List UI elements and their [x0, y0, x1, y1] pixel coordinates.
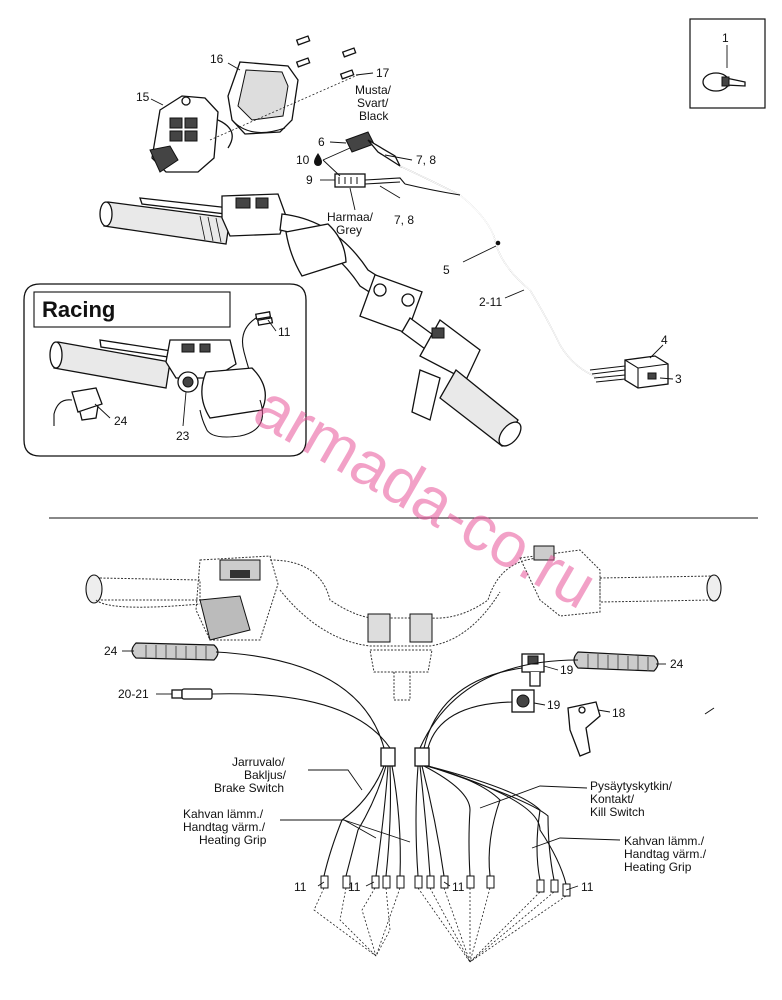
part-label-11-c: 11 — [452, 880, 465, 894]
cable-tie-box: 1 — [689, 18, 766, 109]
part-label-11-d: 11 — [581, 880, 594, 894]
part-label-15: 15 — [136, 90, 150, 104]
label-harmaa: Harmaa/ — [327, 210, 374, 224]
brake-switch-19 — [511, 689, 546, 713]
kill-switch-19 — [521, 653, 559, 687]
part-label-24-left: 24 — [104, 644, 118, 658]
heating-grip-right — [573, 651, 666, 672]
handlebar-bottom — [85, 545, 722, 701]
label-svart: Svart/ — [357, 96, 389, 110]
switch-housing-assembly — [149, 35, 374, 173]
label-kontakt: Kontakt/ — [590, 792, 635, 806]
label-kahvan-left: Kahvan lämm./ — [183, 807, 264, 821]
handlebar-top — [99, 193, 522, 447]
part-label-11-b: 11 — [348, 880, 361, 894]
part-label-5: 5 — [443, 263, 450, 277]
harness-wires — [211, 651, 621, 963]
part-label-1: 1 — [722, 31, 729, 45]
part-label-18: 18 — [612, 706, 626, 720]
connector-20-21 — [156, 688, 213, 700]
cable-tie-icon — [702, 72, 746, 92]
part-label-3: 3 — [675, 372, 682, 386]
part-label-10: 10 — [296, 153, 310, 167]
part-label-7-8-top: 7, 8 — [416, 153, 436, 167]
part-label-6: 6 — [318, 135, 325, 149]
part-label-19-bottom: 19 — [547, 698, 561, 712]
label-jarruvalo: Jarruvalo/ — [232, 755, 285, 769]
part-label-11-a: 11 — [294, 880, 307, 894]
part-label-19-top: 19 — [560, 663, 574, 677]
label-brake-switch: Brake Switch — [214, 781, 284, 795]
bracket-18 — [567, 701, 715, 757]
screws-17 — [295, 35, 357, 80]
racing-title: Racing — [42, 297, 115, 322]
connectors-6-9 — [320, 131, 674, 389]
part-label-20-21: 20-21 — [118, 687, 149, 701]
label-grey: Grey — [336, 223, 362, 237]
part-label-2-11: 2-11 — [479, 295, 502, 309]
label-heating-grip-left: Heating Grip — [199, 833, 267, 847]
part-label-24-racing: 24 — [114, 414, 128, 428]
label-kill-switch: Kill Switch — [590, 805, 645, 819]
part-label-23: 23 — [176, 429, 190, 443]
part-label-17: 17 — [376, 66, 390, 80]
label-musta: Musta/ — [355, 83, 392, 97]
label-kahvan-right: Kahvan lämm./ — [624, 834, 705, 848]
part-label-9: 9 — [306, 173, 313, 187]
part-label-24-right: 24 — [670, 657, 684, 671]
label-handtag-right: Handtag värm./ — [624, 847, 707, 861]
part-label-11-racing: 11 — [278, 325, 291, 339]
label-heating-grip-right: Heating Grip — [624, 860, 692, 874]
label-bakljus: Bakljus/ — [244, 768, 287, 782]
drop-icon — [314, 153, 322, 166]
heating-grip-left — [122, 642, 219, 661]
part-label-7-8-bottom: 7, 8 — [394, 213, 414, 227]
label-handtag-left: Handtag värm./ — [183, 820, 266, 834]
part-label-4: 4 — [661, 333, 668, 347]
label-pysaytys: Pysäytyskytkin/ — [590, 779, 673, 793]
part-label-16: 16 — [210, 52, 224, 66]
label-black: Black — [359, 109, 389, 123]
racing-inset: Racing — [23, 283, 307, 457]
